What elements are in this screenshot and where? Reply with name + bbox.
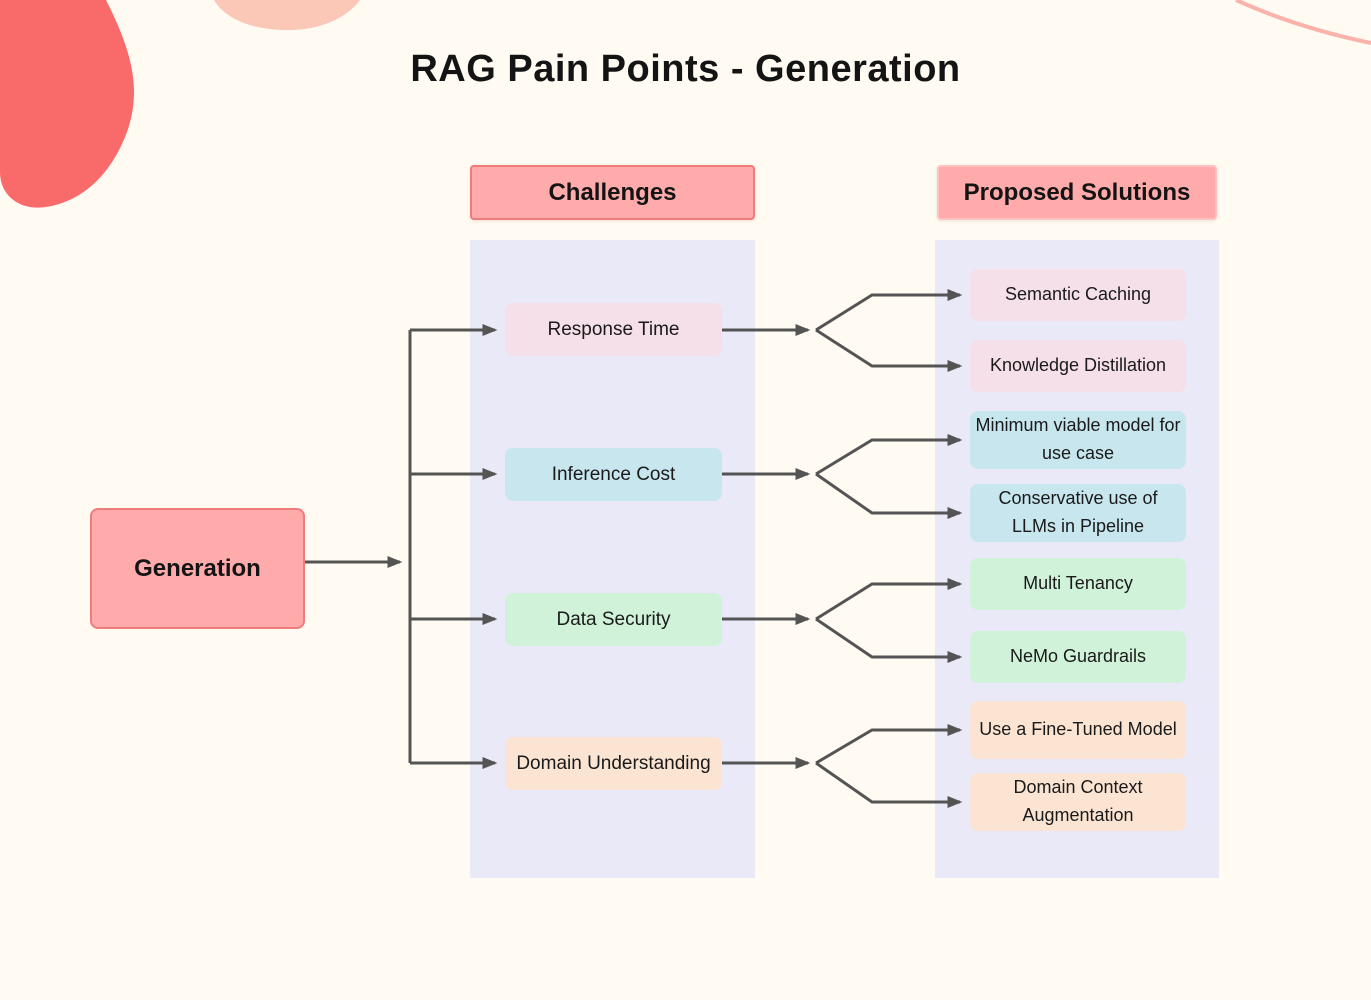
peach-blob-top (214, 0, 360, 31)
solutions-header: Proposed Solutions (937, 165, 1217, 220)
node-multi-tenancy: Multi Tenancy (970, 558, 1186, 610)
node-conservative-llm-use: Conservative use of LLMs in Pipeline (970, 484, 1186, 542)
node-data-security: Data Security (505, 593, 722, 646)
page-title: RAG Pain Points - Generation (410, 48, 961, 90)
node-domain-context-augmentation: Domain Context Augmentation (970, 773, 1186, 831)
node-generation: Generation (90, 508, 305, 629)
challenges-header: Challenges (470, 165, 755, 220)
node-domain-understanding: Domain Understanding (505, 737, 722, 790)
node-inference-cost: Inference Cost (505, 448, 722, 501)
pink-arc-top-right (1235, 0, 1371, 45)
node-nemo-guardrails: NeMo Guardrails (970, 631, 1186, 683)
node-response-time: Response Time (505, 303, 722, 356)
node-fine-tuned-model: Use a Fine-Tuned Model (970, 701, 1186, 759)
node-semantic-caching: Semantic Caching (970, 269, 1186, 321)
node-minimum-viable-model: Minimum viable model for use case (970, 411, 1186, 469)
coral-blob-top-left (0, 0, 134, 208)
node-knowledge-distillation: Knowledge Distillation (970, 340, 1186, 392)
